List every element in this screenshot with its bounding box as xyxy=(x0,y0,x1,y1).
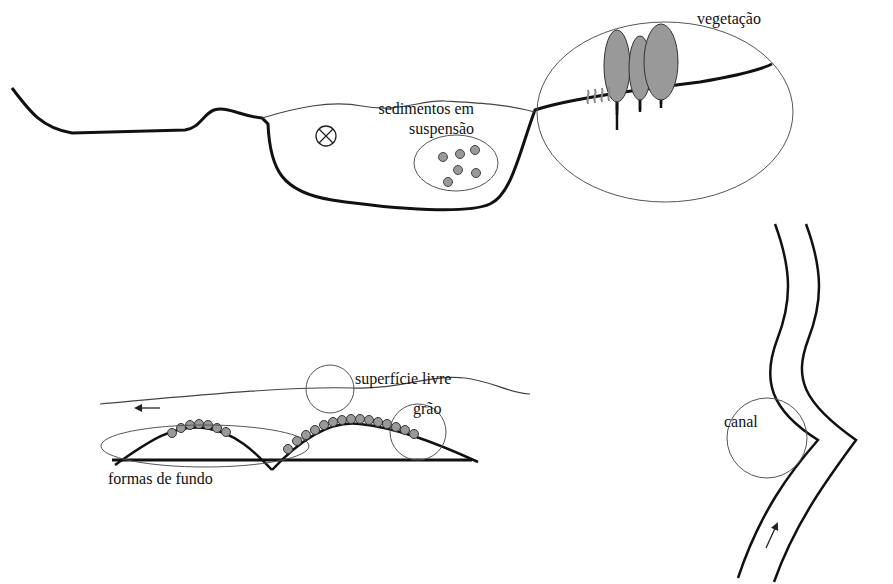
grain-dot xyxy=(311,426,320,435)
grain-label: grão xyxy=(413,399,441,419)
grain-dot xyxy=(284,445,293,454)
grain-dot xyxy=(320,421,329,430)
grain-dot xyxy=(195,420,204,429)
grain-dot xyxy=(401,426,410,435)
grain-dot xyxy=(356,415,365,424)
grain-dot xyxy=(365,416,374,425)
grain-dot xyxy=(374,418,383,427)
grain-dot xyxy=(168,429,177,438)
grain-dot xyxy=(329,418,338,427)
surface-label: superfície livre xyxy=(355,369,451,389)
grain-dot xyxy=(338,416,347,425)
grain-dot xyxy=(347,415,356,424)
grain-dot xyxy=(177,424,186,433)
channel-label: canal xyxy=(724,412,758,432)
grain-dot xyxy=(222,428,231,437)
grain-dot xyxy=(392,423,401,432)
bedform-label: formas de fundo xyxy=(108,469,213,489)
sediment-label: sedimentos em suspensão xyxy=(350,99,474,139)
grain-dot xyxy=(410,430,419,439)
vegetation-label: vegetação xyxy=(697,9,761,29)
grain-dot xyxy=(302,431,311,440)
